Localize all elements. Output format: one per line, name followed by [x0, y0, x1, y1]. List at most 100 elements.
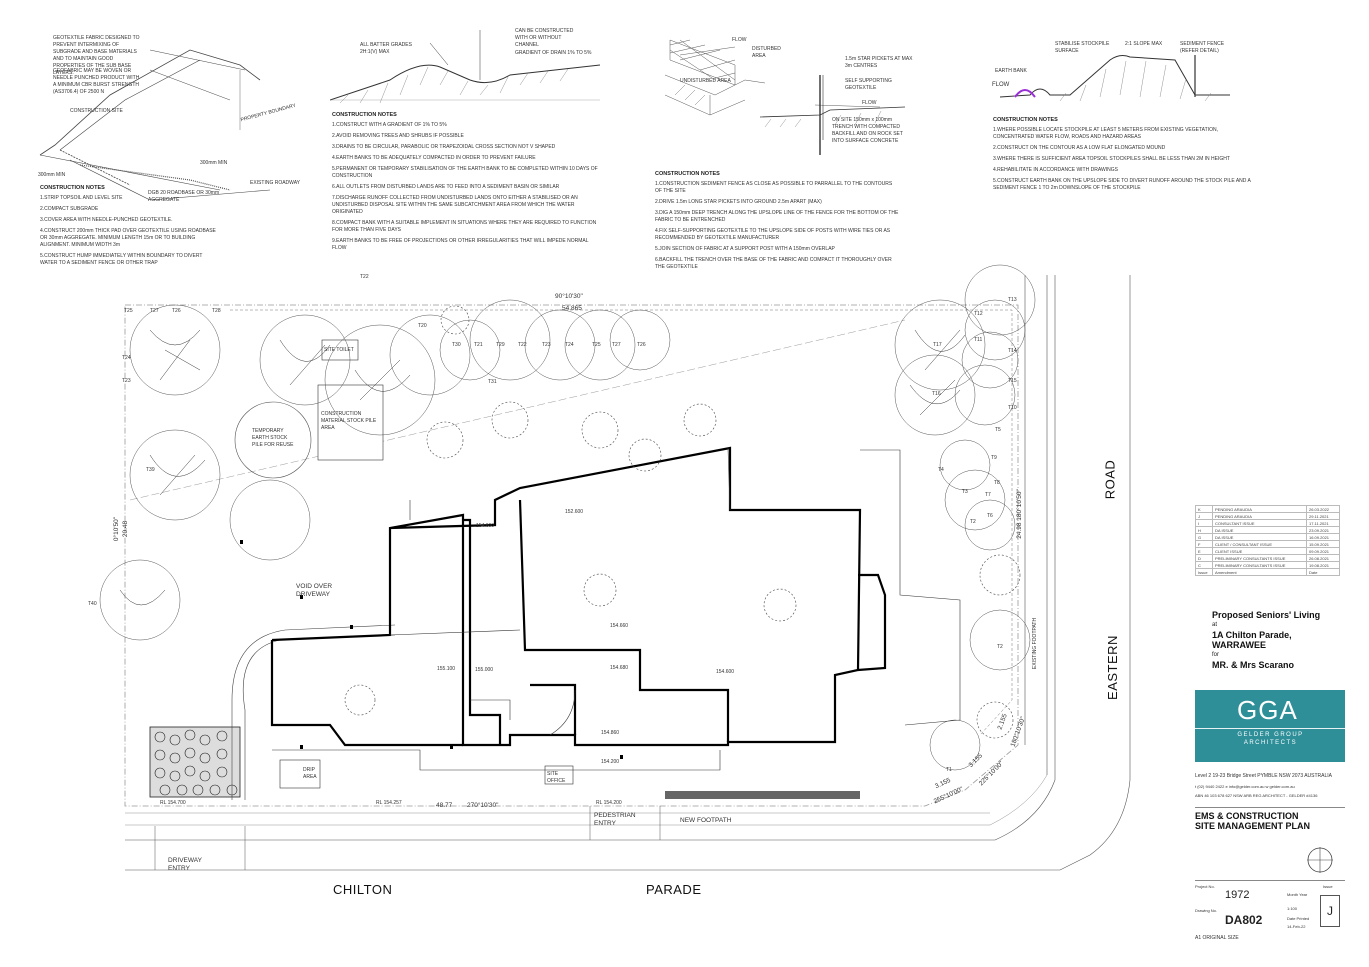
- detail3-note: 2.DRIVE 1.5m LONG STAR PICKETS INTO GROU…: [655, 199, 822, 205]
- tree-tag: T40: [88, 601, 97, 607]
- rl-label: 152.600: [565, 509, 584, 515]
- gga-logo: GGA GELDER GROUP ARCHITECTS: [1195, 690, 1345, 762]
- detail2-note: 2.AVOID REMOVING TREES AND SHRUBS IF POS…: [332, 133, 464, 139]
- rl-label: RL 154.700: [160, 800, 186, 806]
- detail2-note: 8.COMPACT BANK WITH A SUITABLE IMPLEMENT…: [332, 220, 597, 233]
- rev-date: 19.08.2021: [1306, 561, 1340, 569]
- rl-label: 154.860: [601, 730, 620, 736]
- rev-amendment: DA ISSUE: [1212, 533, 1307, 541]
- tree-tag: T27: [150, 308, 159, 314]
- detail1-note: 1.STRIP TOPSOIL AND LEVEL SITE: [40, 195, 123, 201]
- contact-line2: t (02) 9440 2422 e info@gelder.com.au w …: [1195, 784, 1295, 789]
- rev-date: 17.11.2021: [1306, 519, 1340, 527]
- project-for: for: [1212, 652, 1220, 658]
- north-arrow-icon: [1307, 847, 1333, 873]
- tree-tag: T25: [124, 308, 133, 314]
- project-name: Proposed Seniors' Living: [1212, 610, 1321, 620]
- detail3-callout-geotextile: SELF SUPPORTING GEOTEXTILE: [845, 78, 892, 91]
- date-printed: 14-Feb-22: [1287, 924, 1306, 929]
- rev-issue: K: [1195, 505, 1213, 513]
- tree-tag: T10: [1008, 405, 1017, 411]
- rev-amendment: DA ISSUE: [1212, 526, 1307, 534]
- drip-area-label: DRIP AREA: [303, 767, 317, 780]
- tree-tag: T6: [987, 513, 993, 519]
- site-office-label: SITE OFFICE: [547, 771, 566, 784]
- detail-stabilised-entry-drawing: [39, 49, 271, 200]
- rl-label: 154.660: [610, 623, 629, 629]
- rev-date: 09.09.2021: [1306, 547, 1340, 555]
- detail4-notes-title: CONSTRUCTION NOTES: [993, 117, 1058, 123]
- rl-label: 154.200: [601, 759, 620, 765]
- detail1-callout-geofabric: GEOFABRIC MAY BE WOVEN OR NEEDLE PUNCHED…: [53, 68, 140, 95]
- rl-label: 154.600: [716, 669, 735, 675]
- rev-date: 26.03.2022: [1306, 505, 1340, 513]
- boundary-bearing-north: 90°10'30": [555, 293, 583, 300]
- tree-tag: T30: [452, 342, 461, 348]
- detail4-callout-flow: FLOW: [992, 82, 1010, 88]
- detail1-callout-roadway: EXISTING ROADWAY: [250, 180, 301, 186]
- rev-issue: I: [1195, 519, 1213, 527]
- tree-tag: T20: [418, 323, 427, 329]
- address-line2: WARRAWEE: [1212, 640, 1266, 650]
- client-name: MR. & Mrs Scarano: [1212, 660, 1295, 670]
- tree-tag: T21: [474, 342, 483, 348]
- rev-amendment: PENDING ARAUDIA: [1212, 512, 1307, 520]
- site-plan: [99, 264, 1131, 871]
- road-name-road: ROAD: [1102, 459, 1118, 500]
- detail1-note: 3.COVER AREA WITH NEEDLE-PUNCHED GEOTEXT…: [40, 217, 173, 223]
- rl-label: RL 154.200: [596, 800, 622, 806]
- site-toilet-label: SITE TOILET: [324, 347, 354, 353]
- detail3-notes: CONSTRUCTION NOTES 1.CONSTRUCTION SEDIME…: [655, 171, 900, 275]
- detail-earth-bank-drawing: [330, 30, 601, 104]
- detail4-note: 5.CONSTRUCT EARTH BANK ON THE UPSLOPE SI…: [993, 178, 1251, 191]
- detail4-callout-stabilise: STABILISE STOCKPILE SURFACE: [1055, 41, 1110, 54]
- void-driveway-label: VOID OVER DRIVEWAY: [296, 583, 333, 598]
- detail3-note: 1.CONSTRUCTION SEDIMENT FENCE AS CLOSE A…: [655, 181, 893, 194]
- gga-logo-text: GGA: [1237, 695, 1298, 725]
- tree-tag: T26: [172, 308, 181, 314]
- rev-date: 26.08.2021: [1306, 554, 1340, 562]
- detail-stockpile-drawing: [999, 55, 1230, 102]
- tree-tag: T2: [997, 644, 1003, 650]
- tree-tag: T11: [974, 337, 983, 343]
- tree-tag: T2: [970, 519, 976, 525]
- rev-issue: J: [1195, 512, 1213, 520]
- tree-tag: T24: [122, 355, 131, 361]
- detail2-note: 1.CONSTRUCT WITH A GRADIENT OF 1% TO 5%: [332, 122, 447, 128]
- tree-tag: T9: [991, 455, 997, 461]
- tree-tag: T1: [946, 767, 952, 773]
- detail2-callout-gradient: GRADIENT OF DRAIN 1% TO 5%: [515, 50, 592, 56]
- detail3-note: 3.DIG A 150mm DEEP TRENCH ALONG THE UPSL…: [655, 210, 899, 223]
- driveway-entry-label: DRIVEWAY ENTRY: [168, 857, 202, 872]
- original-size-label: A1 ORIGINAL SIZE: [1195, 935, 1239, 941]
- tree-tag: T14: [1008, 348, 1017, 354]
- detail4-notes: CONSTRUCTION NOTES 1.WHERE POSSIBLE LOCA…: [993, 117, 1258, 196]
- tree-tag: T23: [542, 342, 551, 348]
- detail3-callout-flow2: FLOW: [862, 100, 877, 106]
- detail2-callout-batter: ALL BATTER GRADES 2H:1(V) MAX: [360, 42, 412, 55]
- rl-label: 154.680: [610, 665, 629, 671]
- rev-issue: E: [1195, 547, 1213, 555]
- tree-tag: T23: [122, 378, 131, 384]
- rev-amendment: PRELIMINARY CONSULTANTS ISSUE: [1212, 554, 1307, 562]
- detail1-notes: CONSTRUCTION NOTES 1.STRIP TOPSOIL AND L…: [40, 185, 220, 271]
- detail4-callout-slope: 2:1 SLOPE MAX: [1125, 41, 1163, 47]
- rev-issue: H: [1195, 526, 1213, 534]
- rl-label: 155.100: [437, 666, 456, 672]
- road-name-chilton: CHILTON: [333, 882, 393, 897]
- detail2-note: 4.EARTH BANKS TO BE ADEQUATELY COMPACTED…: [332, 155, 536, 161]
- detail-sediment-fence-drawing: [665, 39, 906, 155]
- rev-date: 16.09.2021: [1306, 533, 1340, 541]
- rev-date: 23.09.2021: [1306, 526, 1340, 534]
- detail3-note: 5.JOIN SECTION OF FABRIC AT A SUPPORT PO…: [655, 246, 835, 252]
- detail2-note: 3.DRAINS TO BE CIRCULAR, PARABOLIC OR TR…: [332, 144, 556, 150]
